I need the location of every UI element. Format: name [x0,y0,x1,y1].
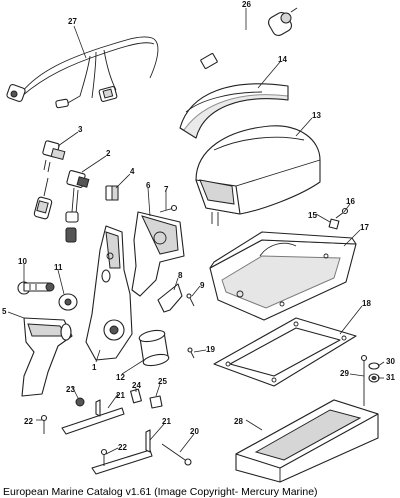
callout-25: 25 [158,377,167,386]
part-25-clip [149,395,163,409]
callout-6: 6 [146,181,151,190]
part-20-long-bolt [161,443,192,466]
callout-2: 2 [106,149,111,158]
part-7-pin [159,204,178,213]
callout-11: 11 [54,263,63,272]
part-26-cable [200,7,298,70]
callout-4: 4 [130,167,135,176]
callout-19: 19 [206,345,215,354]
callout-15: 15 [308,211,317,220]
callout-30: 30 [386,357,395,366]
callout-14: 14 [278,55,287,64]
callout-28: 28 [234,417,243,426]
callout-10: 10 [18,257,27,266]
callout-24: 24 [132,381,141,390]
leader-lines [7,8,385,455]
callout-29: 29 [340,369,349,378]
part-3-switch [42,140,66,173]
part-18-gasket [213,317,357,387]
part-27-wiring-harness [6,36,159,109]
part-28-bottom-base [235,399,379,483]
part-22-bolt-lower [100,448,108,466]
callout-18: 18 [362,299,371,308]
part-24-bracket [130,388,142,404]
callout-16: 16 [346,197,355,206]
diagram-canvas: 27 26 14 13 3 2 4 6 7 16 15 17 10 11 5 1… [2,0,395,483]
part-21-bracket-upper [61,399,125,435]
part-1-lever-body [85,225,133,361]
part-22-bolt-upper [40,414,48,434]
part-2-switch-assembly [65,170,90,243]
part-19-screw [187,347,195,359]
part-10-knob-bolt [17,281,55,295]
part-9-screw [186,293,195,307]
callout-7: 7 [164,185,169,194]
part-13-housing [195,125,321,226]
callout-3: 3 [78,125,83,134]
callout-21-upper: 21 [116,391,125,400]
callout-26: 26 [242,0,251,9]
callout-13: 13 [312,111,321,120]
callout-8: 8 [178,271,183,280]
part-plug-lower [33,177,53,220]
callout-31: 31 [386,373,395,382]
part-5-handle [21,317,73,397]
part-6-bracket [131,211,185,297]
callout-labels: 27 26 14 13 3 2 4 6 7 16 15 17 10 11 5 1… [2,0,395,452]
copyright-caption: European Marine Catalog v1.61 (Image Cop… [3,486,318,498]
callout-20: 20 [190,427,199,436]
part-21-bracket-lower [91,429,153,475]
part-17-base-tray [209,231,357,321]
part-11-bushing [58,293,78,311]
callout-22-upper: 22 [24,417,33,426]
part-8-wedge [157,283,183,313]
part-23-nut [75,397,85,407]
part-29-stud [360,354,368,406]
callout-5: 5 [2,307,7,316]
callout-23: 23 [66,385,75,394]
callout-9: 9 [200,281,205,290]
part-30-washer [368,362,380,370]
callout-1: 1 [92,363,97,372]
callout-21-lower: 21 [162,417,171,426]
callout-12: 12 [116,373,125,382]
callout-22-lower: 22 [118,443,127,452]
part-31-nut [368,373,380,383]
part-14-curved-cover [179,83,289,139]
part-16-screw [335,207,349,219]
part-15-plate [328,218,340,230]
callout-17: 17 [360,223,369,232]
part-12-sleeve [138,329,170,367]
callout-27: 27 [68,17,77,26]
part-4-block [105,185,119,201]
